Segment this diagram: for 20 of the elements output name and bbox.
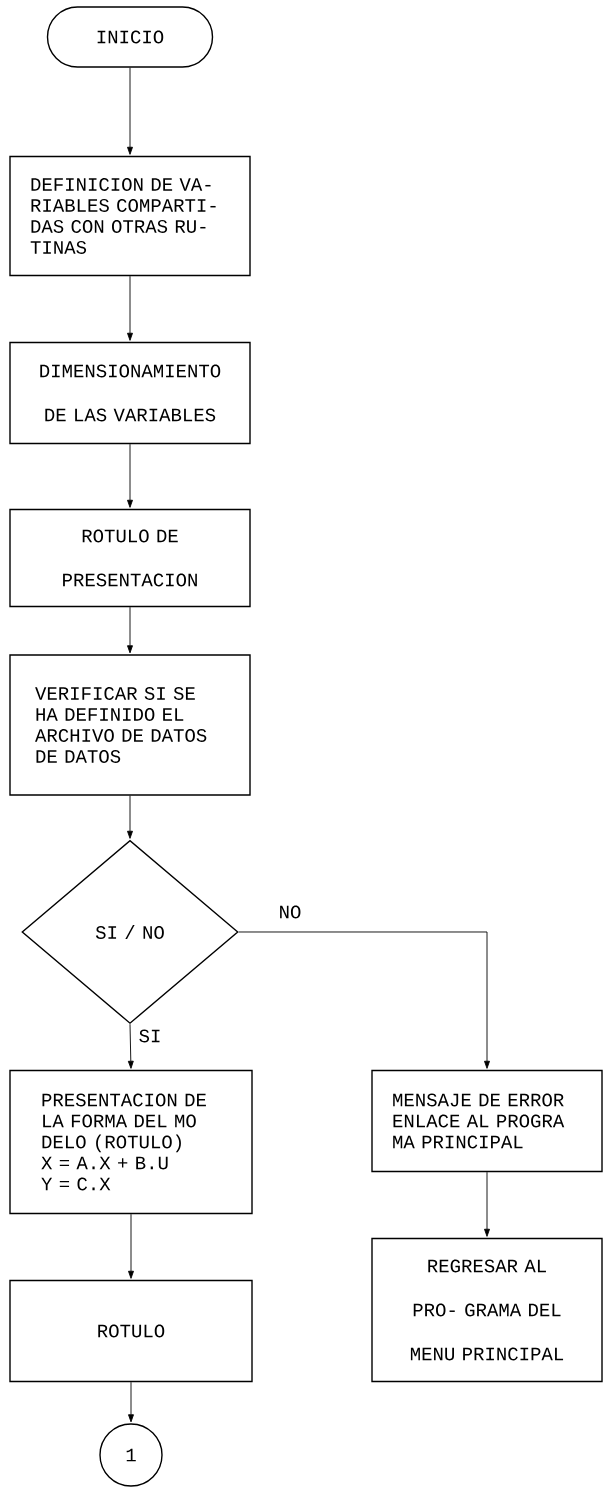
- arrow: [484, 1171, 490, 1237]
- process-box: PRESENTACION DE LA FORMA DEL MO DELO (ROTULO) X = A.X + B.U Y = C.X: [9, 1069, 253, 1215]
- arrow: [127, 606, 133, 654]
- arrow: [127, 795, 133, 839]
- arrow: [128, 1213, 134, 1279]
- process-box: MENSAJE DE ERROR ENLACE AL PROGRA MA PRINCIPAL: [371, 1069, 603, 1173]
- arrow: [127, 67, 133, 155]
- arrow: [238, 931, 490, 1069]
- process-box: DIMENSIONAMIENTO DE LAS VARIABLES: [9, 341, 251, 445]
- arrow: [127, 443, 133, 508]
- process-box: VERIFICAR SI SE HA DEFINIDO EL ARCHIVO DE DATOS DE DATOS: [9, 654, 251, 796]
- process-box: ROTULO DE PRESENTACION: [9, 508, 251, 608]
- process-box: REGRESAR AL PRO- GRAMA DEL MENU PRINCIPAL: [371, 1237, 603, 1383]
- edge-label: NO: [277, 904, 303, 920]
- arrow: [127, 1023, 134, 1069]
- edge-label: SI: [137, 1028, 163, 1044]
- process-box: DEFINICION DE VA- RIABLES COMPARTI- DAS CON OTRAS RU- TINAS: [9, 155, 251, 277]
- process-box: ROTULO: [9, 1279, 253, 1383]
- arrow: [127, 275, 133, 341]
- arrow: [128, 1381, 134, 1423]
